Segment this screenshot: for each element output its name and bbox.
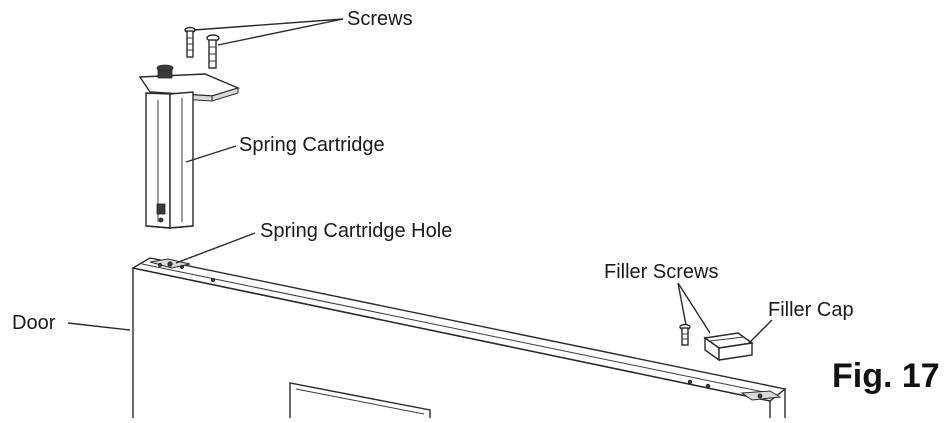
filler-cap-label: Filler Cap [768, 299, 854, 321]
spring-cartridge-hole-leader [175, 232, 256, 264]
filler-screws-leader [677, 282, 711, 334]
door-part [131, 257, 787, 418]
screws-leader [193, 18, 344, 46]
screw-left [184, 26, 196, 58]
screw-right [206, 34, 220, 69]
spring-cartridge-label: Spring Cartridge [239, 134, 385, 156]
spring-cartridge-hole-label: Spring Cartridge Hole [260, 220, 453, 242]
filler-cap-leader [747, 319, 773, 345]
door-leader [67, 322, 131, 331]
filler-screws-label: Filler Screws [604, 261, 719, 283]
spring-cartridge-part [138, 64, 241, 229]
door-label: Door [12, 312, 56, 334]
screws-label: Screws [347, 8, 413, 30]
spring-cartridge-leader [185, 145, 237, 163]
filler-screw [679, 323, 691, 346]
filler-cap-part [703, 332, 754, 362]
figure-number: Fig. 17 [832, 357, 940, 395]
